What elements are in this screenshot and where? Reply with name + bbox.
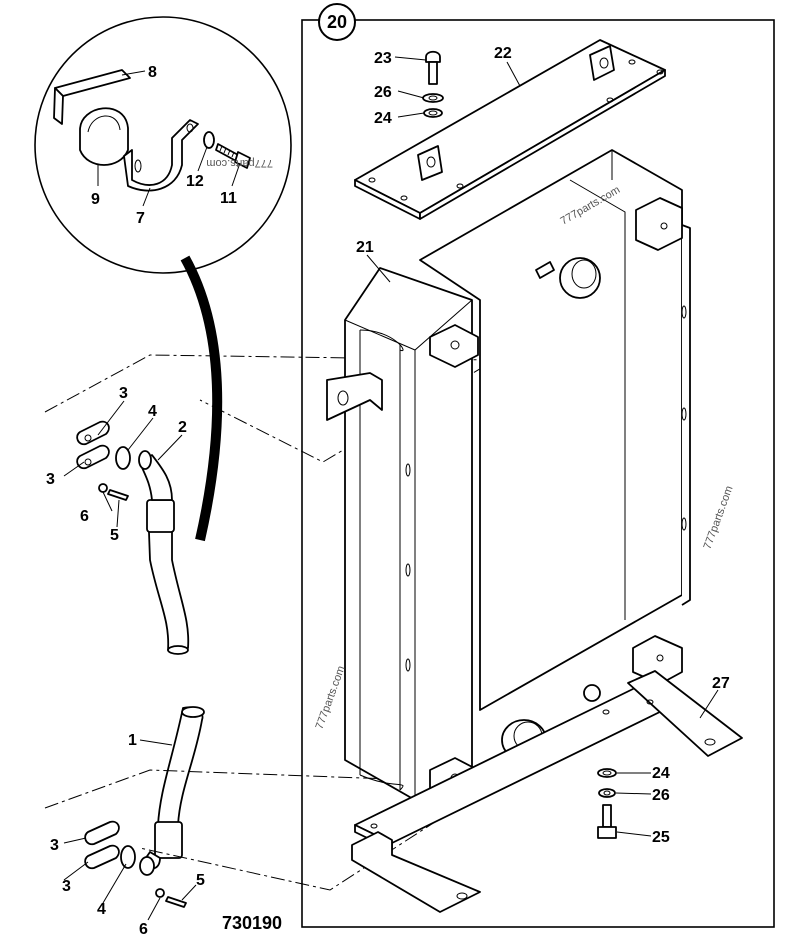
- figure-number: 730190: [222, 913, 282, 933]
- detail-leader-hose: [180, 255, 223, 542]
- assembly-callout-number: 20: [327, 12, 347, 32]
- watermark-3: 777parts.com: [702, 484, 736, 551]
- label-24-top: 24: [374, 110, 392, 127]
- label-23: 23: [374, 50, 392, 67]
- radiator: [326, 149, 691, 803]
- label-25: 25: [652, 829, 670, 846]
- label-5-a: 5: [110, 527, 119, 544]
- leader-lines: [63, 56, 719, 921]
- bottom-hardware: [597, 768, 617, 839]
- label-12: 12: [186, 173, 204, 190]
- label-7: 7: [136, 210, 145, 227]
- bottom-mount: [351, 670, 743, 913]
- label-2: 2: [178, 419, 187, 436]
- label-26-top: 26: [374, 84, 392, 101]
- detail-circle: [34, 16, 292, 274]
- label-6-b: 6: [139, 921, 148, 938]
- label-26-bottom: 26: [652, 787, 670, 804]
- label-3-c: 3: [50, 837, 59, 854]
- watermark-4: 777parts.com: [314, 664, 348, 731]
- label-6-a: 6: [80, 508, 89, 525]
- label-21: 21: [356, 239, 374, 256]
- label-9: 9: [91, 191, 100, 208]
- top-hardware: [422, 50, 444, 118]
- label-11: 11: [220, 190, 237, 207]
- label-27: 27: [712, 675, 730, 692]
- label-3-d: 3: [62, 878, 71, 895]
- label-5-b: 5: [196, 872, 205, 889]
- label-3-a: 3: [119, 385, 128, 402]
- label-22: 22: [494, 45, 512, 62]
- upper-dash-line: [44, 354, 497, 463]
- upper-hose-assembly: [76, 420, 190, 655]
- label-4-a: 4: [148, 403, 157, 420]
- watermark-1: 777parts.com: [206, 157, 273, 169]
- label-24-bottom: 24: [652, 765, 670, 782]
- label-8: 8: [148, 64, 157, 81]
- label-3-b: 3: [46, 471, 55, 488]
- assembly-callout-circle: [318, 3, 356, 41]
- label-4-b: 4: [97, 901, 106, 918]
- assembly-frame: [301, 19, 775, 928]
- lower-hose-assembly: [84, 706, 205, 908]
- label-1: 1: [128, 732, 137, 749]
- top-plate: [354, 39, 666, 220]
